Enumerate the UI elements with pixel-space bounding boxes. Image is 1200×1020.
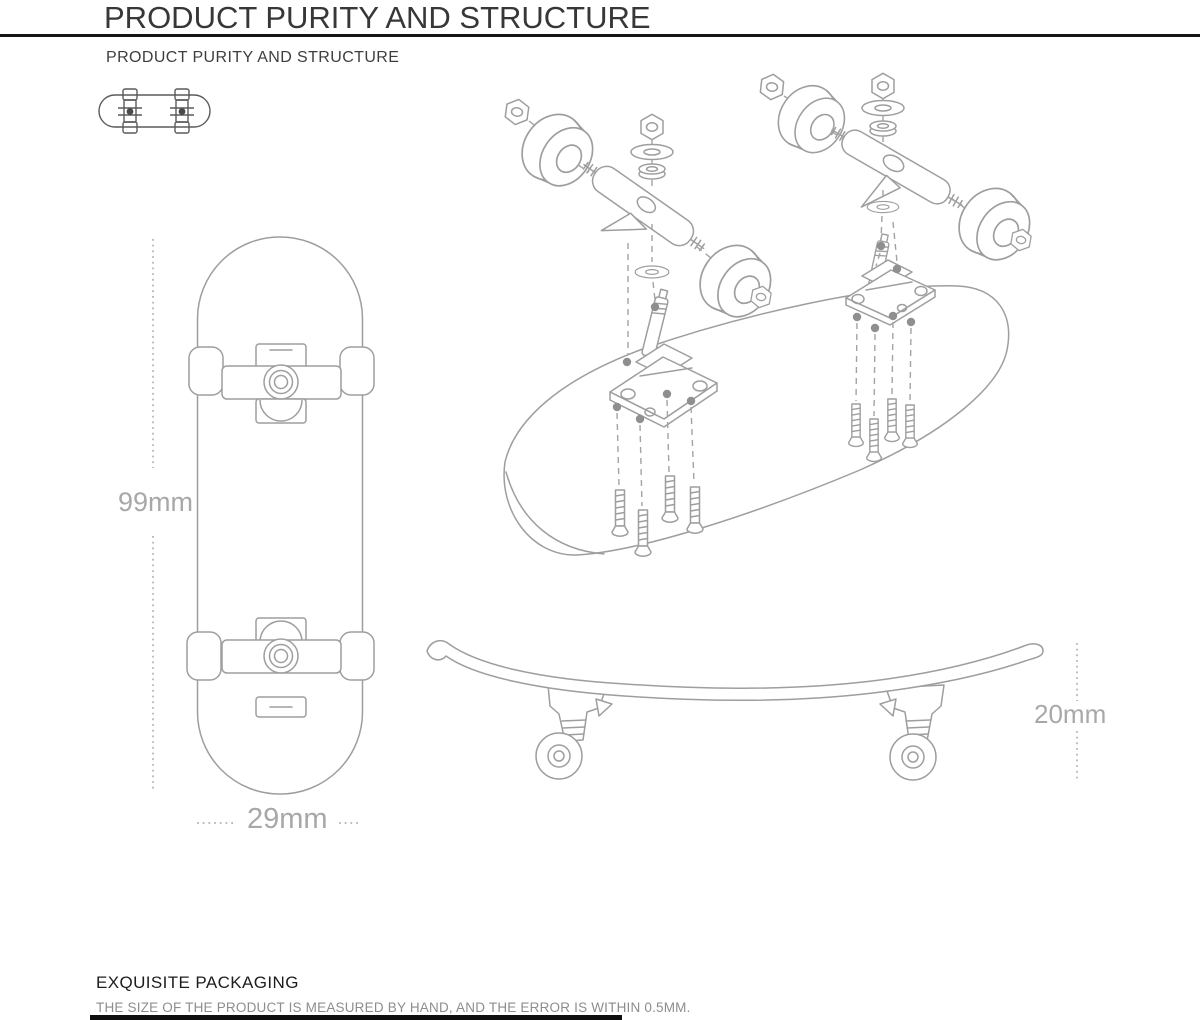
- kingpin-nut-icon: [871, 72, 895, 100]
- screw-icon: [634, 509, 652, 557]
- right-truck-assembly: [758, 72, 1044, 274]
- screw-icon: [686, 486, 704, 534]
- measurement-note: THE SIZE OF THE PRODUCT IS MEASURED BY H…: [96, 1000, 691, 1015]
- title-divider: [0, 34, 1200, 37]
- screw-icon: [611, 489, 629, 537]
- screw-icon: [883, 398, 901, 443]
- screw-icon: [847, 403, 865, 448]
- fingerboard-thumbnail-icon: [98, 88, 211, 134]
- washer-icon: [630, 143, 674, 161]
- kingpin-nut-icon: [640, 113, 664, 141]
- page-title: PRODUCT PURITY AND STRUCTURE: [104, 0, 651, 35]
- left-baseplate: [609, 287, 718, 428]
- fingerboard-top-view-drawing: [152, 236, 375, 824]
- truck-hanger: [582, 161, 706, 252]
- bushing-icon: [869, 120, 897, 137]
- height-dimension-label: 20mm: [1034, 699, 1107, 729]
- next-section-bar: [90, 1015, 622, 1020]
- right-baseplate: [845, 232, 936, 326]
- fingerboard-side-view-drawing: [426, 640, 1078, 781]
- washer-icon: [634, 265, 670, 279]
- packaging-heading: EXQUISITE PACKAGING: [96, 973, 299, 992]
- screw-icon: [661, 475, 679, 523]
- fingerboard-exploded-assembly-drawing: [503, 72, 1044, 557]
- deck-outline: [503, 285, 1010, 556]
- truck-hanger: [830, 126, 963, 209]
- deck-side-profile: [426, 640, 1044, 702]
- bushing-icon: [638, 163, 666, 180]
- section-subtitle: PRODUCT PURITY AND STRUCTURE: [106, 49, 400, 66]
- washer-icon: [861, 99, 905, 117]
- length-dimension-label: 99mm: [118, 487, 194, 517]
- axle-nut-icon: [503, 97, 531, 127]
- washer-icon: [866, 200, 900, 214]
- wheel-icon: [945, 175, 1044, 274]
- left-mounting-screws: [611, 389, 704, 557]
- screw-icon: [865, 418, 883, 463]
- left-truck-assembly: [503, 97, 785, 367]
- axle-nut-icon: [758, 72, 786, 102]
- width-dimension-label: 29mm: [247, 803, 328, 835]
- screw-icon: [901, 404, 919, 449]
- right-mounting-screws: [847, 311, 919, 463]
